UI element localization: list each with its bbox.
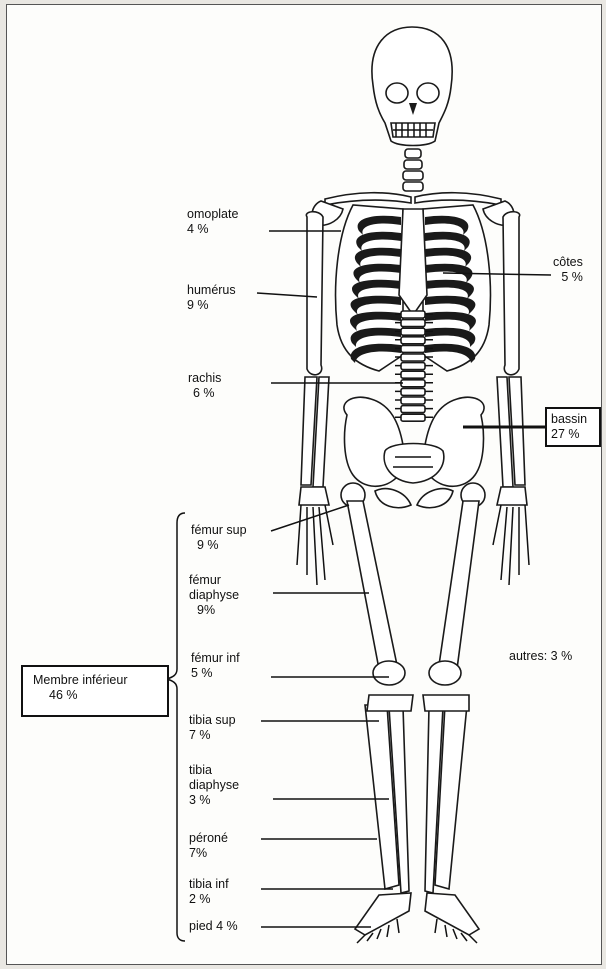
tibia-diaphyse-value: 3 %	[189, 793, 211, 807]
vertebra	[401, 337, 425, 344]
vertebra	[401, 363, 425, 370]
humerus-name: humérus	[187, 283, 236, 297]
cotes-name: côtes	[553, 255, 583, 269]
membre-inferieur-name: Membre inférieur	[33, 673, 127, 687]
vertebra	[401, 380, 425, 387]
vertebra	[401, 414, 425, 421]
right-leg	[423, 483, 485, 943]
omoplate-name: omoplate	[187, 207, 238, 221]
skeleton-illustration	[7, 5, 603, 966]
vertebra	[401, 311, 425, 318]
rachis-value: 6 %	[188, 386, 215, 400]
vertebra	[401, 388, 425, 395]
vertebra	[401, 406, 425, 413]
label-pied: pied 4 %	[189, 919, 238, 934]
rachis-name: rachis	[188, 371, 221, 385]
autres-name: autres: 3 %	[509, 649, 572, 663]
omoplate-value: 4 %	[187, 222, 209, 236]
tibia-sup-value: 7 %	[189, 728, 211, 742]
perone-value: 7%	[189, 846, 207, 860]
femur-sup-value: 9 %	[191, 538, 219, 552]
right-arm	[493, 212, 529, 585]
femur-diaphyse-name: fémur diaphyse	[189, 573, 239, 602]
perone-name: péroné	[189, 831, 228, 845]
tibia-diaphyse-name: tibia diaphyse	[189, 763, 239, 792]
left-leg	[341, 483, 413, 943]
label-autres: autres: 3 %	[509, 649, 572, 664]
bassin-value: 27 %	[551, 427, 580, 441]
pied-name: pied 4 %	[189, 919, 238, 933]
left-arm	[297, 212, 333, 585]
vertebra	[401, 371, 425, 378]
vertebra	[401, 397, 425, 404]
tibia-inf-name: tibia inf	[189, 877, 229, 891]
membre-inferieur-bracket	[167, 513, 185, 941]
femur-diaphyse-value: 9%	[189, 603, 215, 617]
vertebra	[401, 320, 425, 327]
tibia-sup-name: tibia sup	[189, 713, 236, 727]
vertebra	[401, 354, 425, 361]
cervical-spine	[403, 149, 423, 191]
bassin-name: bassin	[551, 412, 587, 426]
femur-inf-value: 5 %	[191, 666, 213, 680]
skull	[372, 27, 452, 146]
membre-inferieur-value: 46 %	[33, 688, 78, 702]
tibia-inf-value: 2 %	[189, 892, 211, 906]
femur-sup-leader	[271, 505, 349, 531]
vertebra	[401, 345, 425, 352]
femur-inf-name: fémur inf	[191, 651, 240, 665]
femur-sup-name: fémur sup	[191, 523, 247, 537]
vertebra	[401, 328, 425, 335]
humerus-value: 9 %	[187, 298, 209, 312]
cotes-value: 5 %	[556, 270, 583, 284]
